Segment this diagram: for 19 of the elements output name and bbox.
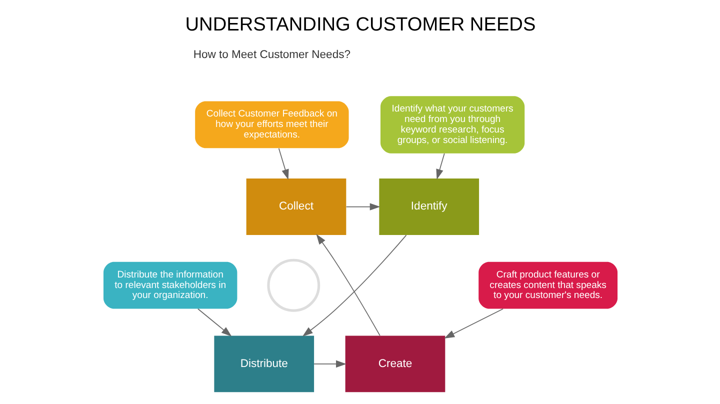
node-box: Create: [344, 336, 445, 392]
node-box: Distribute: [214, 336, 314, 392]
node-box: Collect: [246, 178, 346, 235]
node-box: Identify: [378, 178, 479, 235]
arrow: [436, 153, 444, 180]
arrow: [278, 148, 288, 180]
diagram-title: UNDERSTANDING CUSTOMER NEEDS: [184, 14, 536, 36]
label: How to Meet Customer Needs?: [192, 49, 350, 62]
node-box: Collect Customer Feedback on how your efforts meet their expectations.: [194, 101, 348, 148]
arrow: [316, 234, 380, 336]
node-circle: [266, 258, 320, 312]
node-box: Distribute the information to relevant stakeholders in your organization.: [102, 262, 237, 309]
arrow: [197, 308, 232, 337]
arrow: [345, 203, 380, 210]
node-box: Craft product features or creates content that speaks to your customer's needs.: [478, 262, 618, 309]
arrow: [313, 360, 346, 368]
node-box: Identify what your customers need from you through keyword research, focus groups, or social listening.: [380, 96, 524, 154]
arrow: [302, 234, 406, 336]
arrow: [444, 308, 503, 338]
